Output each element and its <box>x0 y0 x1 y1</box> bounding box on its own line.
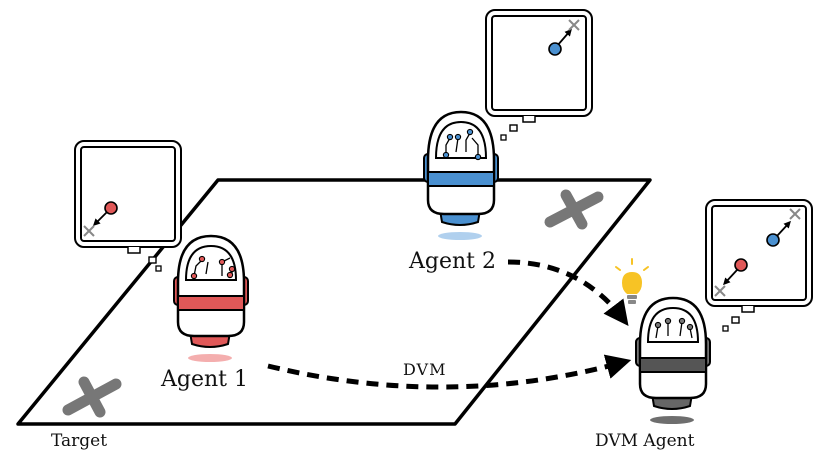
agent1-label: Agent 1 <box>160 367 248 392</box>
agent1-to-dvm-arrow <box>267 354 632 390</box>
dvm-agent-robot-icon <box>635 296 711 424</box>
agent1-map-bubble <box>74 140 182 272</box>
dvm-agent-label: DVM Agent <box>595 431 695 451</box>
dvm-agent-map-bubble <box>705 199 813 332</box>
goal-x-mark-icon <box>544 189 604 230</box>
target-label: Target <box>51 431 107 451</box>
agent1-robot-icon <box>173 234 249 362</box>
dvm-arrow-label: DVM <box>403 360 446 379</box>
agent2-map-bubble <box>485 9 593 141</box>
lightbulb-icon <box>615 258 649 304</box>
agent2-label: Agent 2 <box>408 249 496 274</box>
agent2-to-dvm-arrow <box>507 259 629 326</box>
agent2-robot-icon <box>423 110 499 240</box>
target-x-mark-icon <box>62 376 122 418</box>
